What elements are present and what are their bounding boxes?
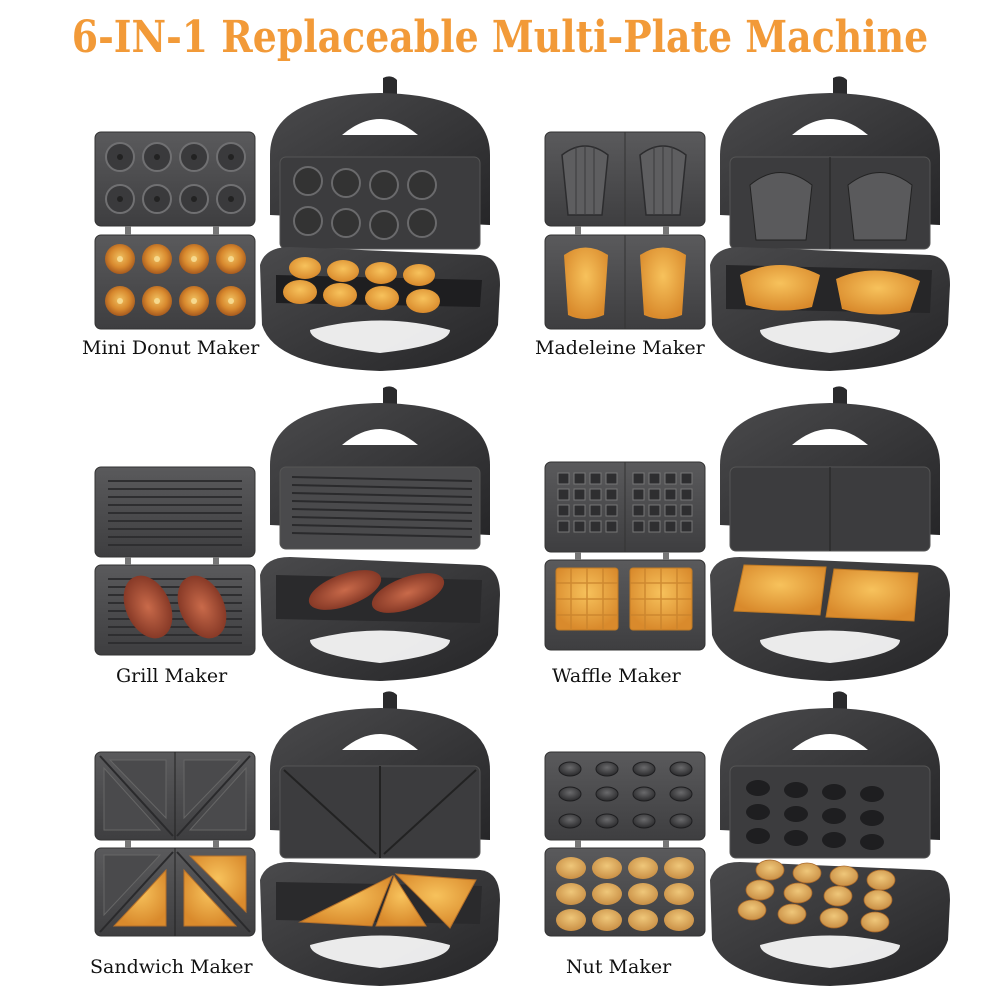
label-nut: Nut Maker <box>566 956 672 978</box>
label-sandwich: Sandwich Maker <box>90 956 253 978</box>
nut-illustration <box>544 691 950 986</box>
product-waffle: Waffle Maker <box>530 385 980 687</box>
product-grill: Grill Maker <box>80 385 530 687</box>
label-madeleine: Madeleine Maker <box>535 337 705 359</box>
label-mini-donut: Mini Donut Maker <box>82 337 260 359</box>
sandwich-illustration <box>94 691 500 986</box>
product-sandwich: Sandwich Maker <box>80 690 530 990</box>
page-title: 6-IN-1 Replaceable Multi-Plate Machine <box>71 12 929 63</box>
waffle-illustration <box>544 386 950 681</box>
mini-donut-illustration <box>94 76 500 371</box>
grill-illustration <box>94 386 500 681</box>
label-waffle: Waffle Maker <box>552 665 681 687</box>
label-grill: Grill Maker <box>116 665 228 687</box>
madeleine-illustration <box>544 76 950 371</box>
product-mini-donut: Mini Donut Maker <box>80 75 530 375</box>
product-madeleine: Madeleine Maker <box>530 75 980 375</box>
product-nut: Nut Maker <box>530 690 980 990</box>
